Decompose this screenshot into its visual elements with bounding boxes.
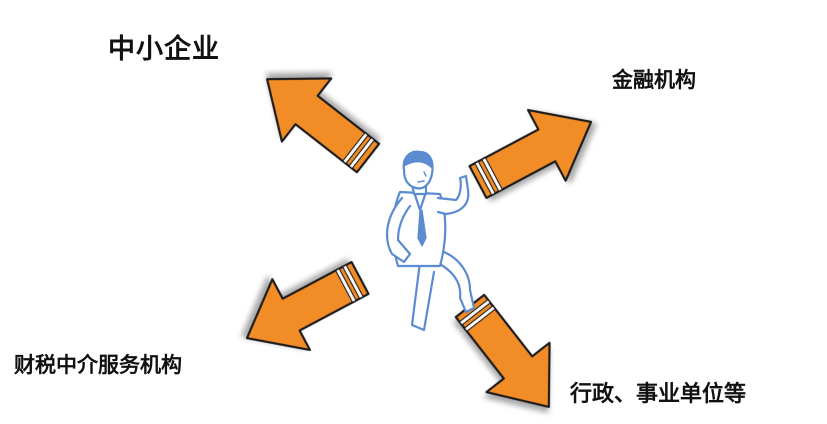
arrow-to-financial	[458, 85, 611, 219]
arrow-to-sme	[241, 46, 394, 191]
businessman-pointing-icon	[385, 150, 476, 332]
label-government-units: 行政、事业单位等	[570, 382, 747, 407]
label-sme: 中小企业	[108, 34, 220, 65]
arrow-to-tax-agency	[227, 241, 380, 375]
arrow-to-government	[437, 280, 582, 424]
label-tax-intermediaries: 财税中介服务机构	[14, 353, 182, 377]
label-financial-institutions: 金融机构	[612, 68, 696, 92]
